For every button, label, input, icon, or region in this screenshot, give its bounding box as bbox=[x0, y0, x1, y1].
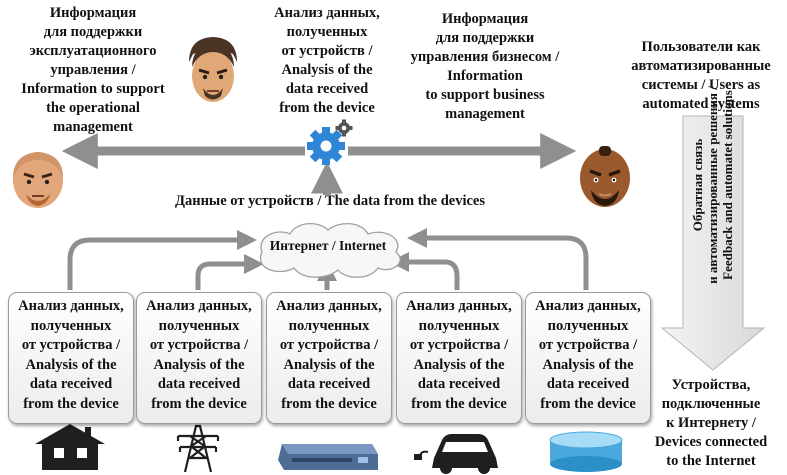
house-icon bbox=[35, 424, 105, 470]
person-icon-top bbox=[189, 37, 237, 102]
device-analysis-box-5: Анализ данных, полученных от устройства … bbox=[525, 292, 651, 424]
device-analysis-box-3: Анализ данных, полученных от устройства … bbox=[266, 292, 392, 424]
device-analysis-text: Анализ данных, полученных от устройства … bbox=[18, 298, 124, 412]
power-tower-icon bbox=[176, 424, 220, 473]
operational-info-label: Информация для поддержки эксплуатационно… bbox=[21, 5, 165, 135]
connected-devices-label: Устройства, подключенные к Интернету / D… bbox=[654, 377, 768, 469]
person-icon-left bbox=[13, 152, 63, 208]
arrow-box1-to-internet bbox=[67, 230, 257, 290]
device-analysis-box-4: Анализ данных, полученных от устройства … bbox=[396, 292, 522, 424]
electric-car-icon bbox=[414, 434, 498, 474]
feedback-label: Обратная связь и автоматизированные реше… bbox=[690, 86, 735, 284]
business-info-label: Информация для поддержки управления бизн… bbox=[410, 11, 560, 122]
gear-icon bbox=[307, 127, 345, 165]
users-automated-label: Пользователи как автоматизированные сист… bbox=[631, 39, 771, 112]
device-analysis-text: Анализ данных, полученных от устройства … bbox=[146, 298, 252, 412]
small-gear-icon bbox=[335, 119, 353, 137]
feedback-arrow bbox=[660, 115, 766, 371]
device-analysis-text: Анализ данных, полученных от устройства … bbox=[535, 298, 641, 412]
data-from-devices-label: Данные от устройств / The data from the … bbox=[174, 193, 485, 209]
internet-label: Интернет / Internet bbox=[269, 238, 387, 253]
internet-cloud bbox=[259, 223, 401, 278]
device-analysis-text: Анализ данных, полученных от устройства … bbox=[406, 298, 512, 412]
cylinder-sensor-icon bbox=[549, 431, 623, 472]
arrow-box2-to-internet bbox=[195, 254, 264, 290]
top-analysis-label: Анализ данных, полученных от устройств /… bbox=[274, 5, 380, 116]
device-analysis-box-1: Анализ данных, полученных от устройства … bbox=[8, 292, 134, 424]
device-analysis-box-2: Анализ данных, полученных от устройства … bbox=[136, 292, 262, 424]
arrow-box5-to-internet bbox=[407, 228, 589, 290]
server-appliance-icon bbox=[278, 444, 378, 470]
device-analysis-text: Анализ данных, полученных от устройства … bbox=[276, 298, 382, 412]
person-icon-right bbox=[580, 146, 630, 207]
arrow-box4-to-internet bbox=[389, 252, 460, 290]
